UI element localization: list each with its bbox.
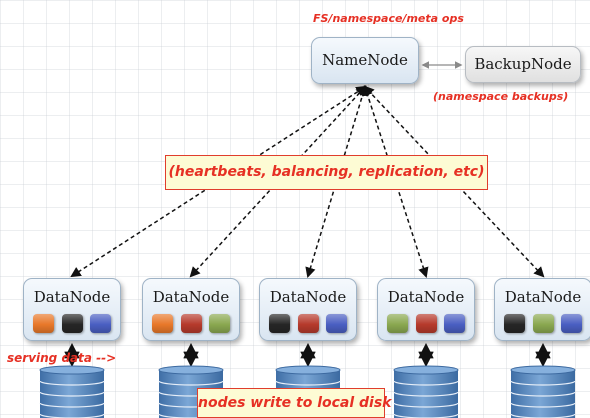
black-block — [504, 314, 525, 333]
red-block — [415, 314, 437, 333]
black-block — [61, 314, 83, 333]
block-row — [504, 314, 582, 333]
red-block — [297, 314, 319, 333]
block-row — [387, 314, 465, 333]
green-block — [387, 314, 408, 333]
datanode-4[interactable]: DataNode — [377, 278, 475, 341]
datanode-5[interactable]: DataNode — [494, 278, 590, 341]
block-row — [269, 314, 347, 333]
disk-icon — [39, 365, 105, 418]
blue-block — [561, 314, 582, 333]
heartbeat-label: (heartbeats, balancing, replication, etc… — [165, 155, 488, 190]
blue-block — [326, 314, 347, 333]
block-row — [152, 314, 230, 333]
datanode-label: DataNode — [387, 288, 465, 306]
black-block — [269, 314, 290, 333]
red-block — [180, 314, 202, 333]
disk-icon — [393, 365, 459, 418]
namespace-backups-label: (namespace backups) — [433, 90, 569, 103]
local-disk-label: nodes write to local disk — [197, 388, 392, 418]
fs-ops-label: FS/namespace/meta ops — [313, 12, 464, 25]
orange-block — [33, 314, 54, 333]
backupnode-label: BackupNode — [474, 55, 572, 73]
datanode-2[interactable]: DataNode — [142, 278, 240, 341]
datanode-label: DataNode — [504, 288, 582, 306]
serving-data-label: serving data --> — [7, 351, 117, 365]
local-disks — [39, 342, 576, 418]
green-block — [209, 314, 230, 333]
disk-icon — [510, 365, 576, 418]
datanode-1[interactable]: DataNode — [23, 278, 121, 341]
orange-block — [152, 314, 173, 333]
datanode-3[interactable]: DataNode — [259, 278, 357, 341]
namenode-label: NameNode — [322, 51, 408, 69]
green-block — [532, 314, 554, 333]
datanode-label: DataNode — [152, 288, 230, 306]
blue-block — [444, 314, 465, 333]
blue-block — [90, 314, 111, 333]
datanode-label: DataNode — [33, 288, 111, 306]
backupnode-box[interactable]: BackupNode — [465, 46, 581, 83]
block-row — [33, 314, 111, 333]
namenode-box[interactable]: NameNode — [311, 37, 419, 84]
datanode-label: DataNode — [269, 288, 347, 306]
